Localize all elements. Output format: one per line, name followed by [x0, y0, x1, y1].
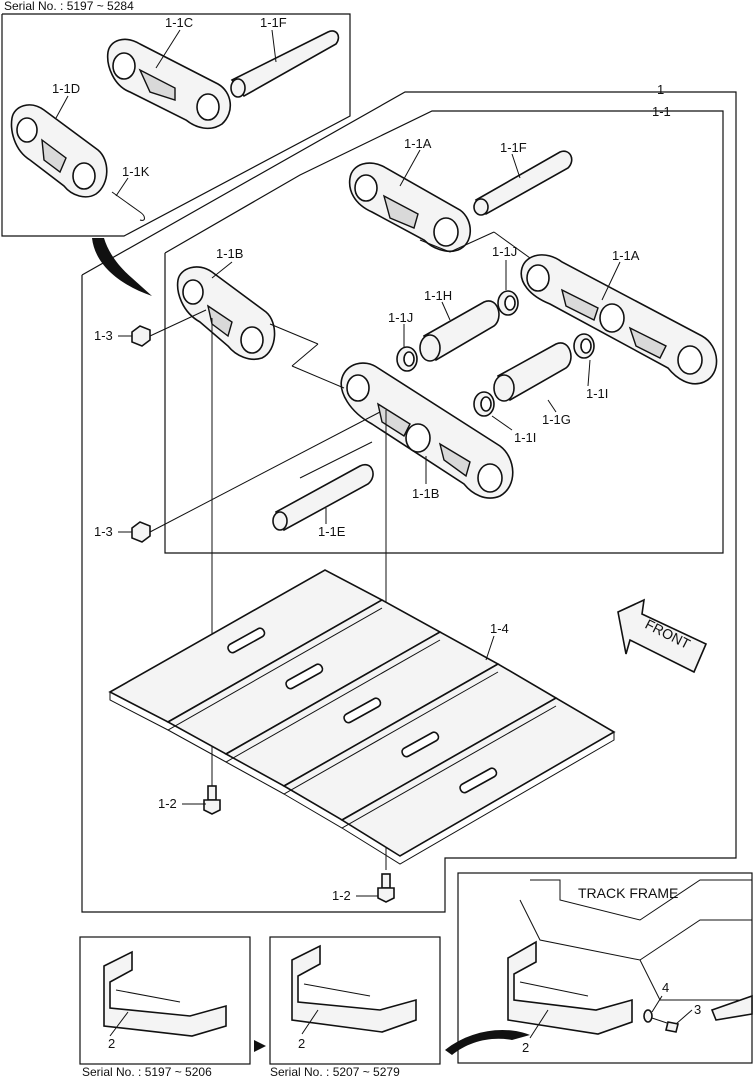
serial-number-top: Serial No. : 5197 ~ 5284 [4, 0, 134, 13]
label-1-2-bottom: 1-2 [332, 888, 351, 903]
label-1-1A-top: 1-1A [404, 136, 432, 151]
seal-1-1J-right [497, 290, 519, 316]
label-1-1J-left: 1-1J [388, 310, 413, 325]
label-leaders [55, 29, 693, 1039]
track-guard-2-mid [291, 944, 417, 1033]
label-1-1A-right: 1-1A [612, 248, 640, 263]
label-4: 4 [662, 980, 669, 995]
track-frame-label: TRACK FRAME [578, 885, 678, 901]
label-1-1E: 1-1E [318, 524, 346, 539]
serial-number-bottom-left: Serial No. : 5197 ~ 5206 [82, 1065, 212, 1079]
label-1-3-top: 1-3 [94, 328, 113, 343]
label-1-1D: 1-1D [52, 81, 80, 96]
serial-number-bottom-mid: Serial No. : 5207 ~ 5279 [270, 1065, 400, 1079]
bushing-1-1H [419, 300, 500, 362]
label-1-1F: 1-1F [500, 140, 527, 155]
curved-arrow-icon-bottom [445, 1030, 530, 1055]
link-1-1B-bottom [340, 362, 514, 499]
link-1-1A-top [348, 162, 472, 253]
nut-1-3-bottom [131, 521, 151, 543]
label-1-1I-mid: 1-1I [514, 430, 536, 445]
label-1-1J-top: 1-1J [492, 244, 517, 259]
track-guard-2-left [103, 950, 227, 1037]
seal-1-1I-left [473, 391, 495, 417]
label-1-4: 1-4 [490, 621, 509, 636]
washer-4 [643, 1009, 653, 1023]
pin-1-1E [272, 463, 374, 532]
assembly-1-1-frame [164, 110, 724, 554]
label-1: 1 [657, 82, 664, 97]
inset-frame-track-frame [457, 872, 753, 1064]
curved-arrow-icon [92, 238, 152, 296]
inset-frame-top-left [1, 13, 351, 237]
pin-1-1F [473, 150, 573, 216]
track-frame-assembly [507, 879, 753, 1035]
cotter-1-1K [111, 191, 145, 221]
bushing-1-1G [493, 342, 572, 402]
triangle-arrow-icon [254, 1040, 266, 1052]
link-1-1C [106, 38, 231, 130]
seal-1-1I-right [573, 333, 595, 359]
label-1-1G: 1-1G [542, 412, 571, 427]
label-1-1: 1-1 [652, 104, 671, 119]
label-1-1K: 1-1K [122, 164, 150, 179]
nut-1-3-top [131, 325, 151, 347]
label-1-1B-bottom: 1-1B [412, 486, 439, 501]
assembly-1-frame [81, 91, 737, 913]
label-3: 3 [694, 1002, 701, 1017]
label-2-left: 2 [108, 1036, 115, 1051]
bolt-1-2-bottom [377, 873, 395, 903]
link-1-1B-top [176, 266, 276, 361]
label-1-1H: 1-1H [424, 288, 452, 303]
link-1-1A-right [520, 254, 718, 385]
label-2-right: 2 [522, 1040, 529, 1055]
link-1-1D [10, 104, 108, 198]
track-shoes-1-4 [108, 569, 616, 865]
seal-1-1J-left [396, 346, 418, 372]
label-1-2-top: 1-2 [158, 796, 177, 811]
inset-frame-bottom-mid [269, 936, 441, 1065]
label-1-1I-right: 1-1I [586, 386, 608, 401]
label-1-3-bottom: 1-3 [94, 524, 113, 539]
label-1-1B-top: 1-1B [216, 246, 243, 261]
inset-frame-bottom-left [79, 936, 251, 1065]
pin-1-1F-inset [230, 30, 340, 98]
bolt-1-2-top [203, 785, 221, 815]
label-2-mid: 2 [298, 1036, 305, 1051]
label-1-1C: 1-1C [165, 15, 193, 30]
label-1-1F-inset: 1-1F [260, 15, 287, 30]
front-direction-arrow [617, 598, 708, 674]
